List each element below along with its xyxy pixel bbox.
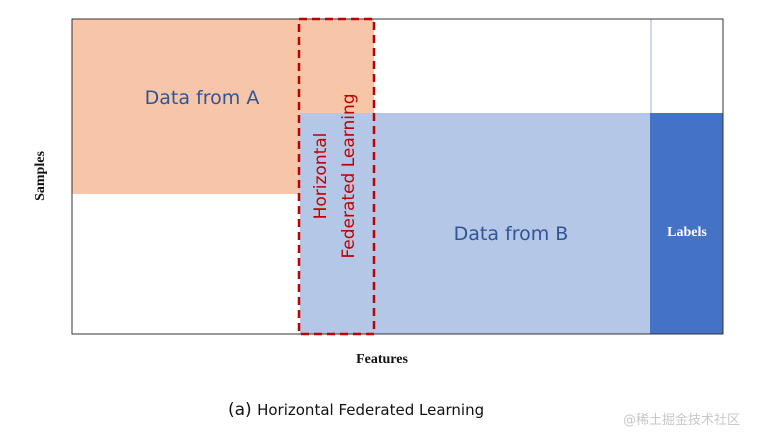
data-b-region	[300, 113, 651, 334]
data-a-label: Data from A	[145, 87, 260, 109]
overlap-label-line1: Horizontal	[311, 133, 331, 220]
y-axis-label: Samples	[33, 151, 48, 201]
x-axis-label: Features	[356, 352, 408, 367]
caption-text: Horizontal Federated Learning	[257, 401, 485, 419]
data-b-label: Data from B	[454, 223, 569, 245]
labels-label: Labels	[667, 225, 707, 240]
overlap-label: Horizontal Federated Learning	[311, 93, 359, 258]
caption-prefix: (a)	[228, 400, 252, 420]
watermark: @稀土掘金技术社区	[623, 413, 741, 428]
overlap-label-line2: Federated Learning	[339, 93, 359, 258]
diagram-frame	[71, 18, 724, 335]
figure-caption: (a) Horizontal Federated Learning	[228, 400, 484, 420]
labels-region	[650, 113, 723, 334]
